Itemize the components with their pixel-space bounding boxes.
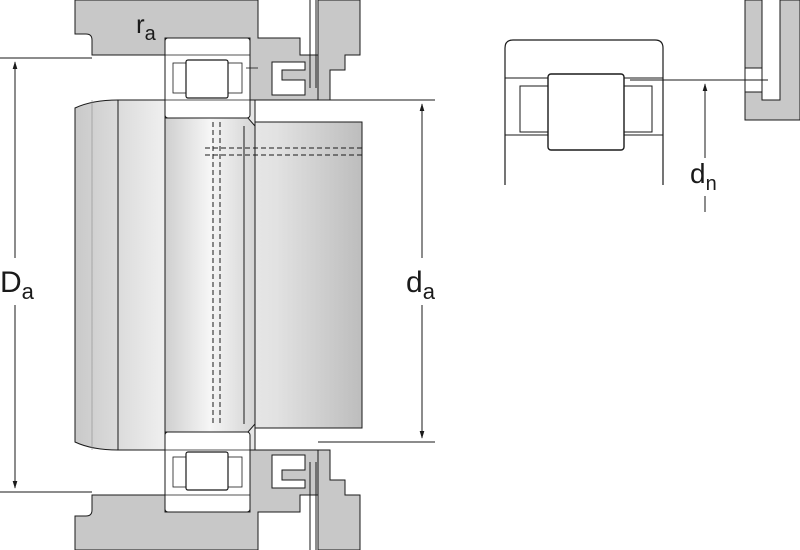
housing-lower: [74, 449, 331, 550]
detail-view: dn: [504, 0, 800, 212]
oil-duct: [205, 122, 365, 425]
label-dn: dn: [690, 158, 717, 195]
label-da: da: [406, 266, 436, 304]
labyrinth-seal-lower: [271, 454, 306, 489]
housing-right-upper: [317, 0, 361, 101]
main-section-view: ra Da da: [0, 0, 436, 550]
labyrinth-seal-upper: [271, 61, 306, 96]
detail-roller: [547, 73, 625, 151]
label-ra: ra: [136, 9, 157, 45]
dimension-da: [318, 99, 435, 443]
bearing-lower: [164, 431, 251, 513]
detail-outer-ring: [504, 39, 664, 185]
bearing-upper: [164, 37, 258, 119]
dimension-Da: [0, 57, 92, 493]
label-Da: Da: [0, 266, 35, 304]
housing: [74, 0, 331, 101]
housing-right-lower: [317, 449, 361, 550]
detail-cover-plate: [744, 0, 800, 121]
